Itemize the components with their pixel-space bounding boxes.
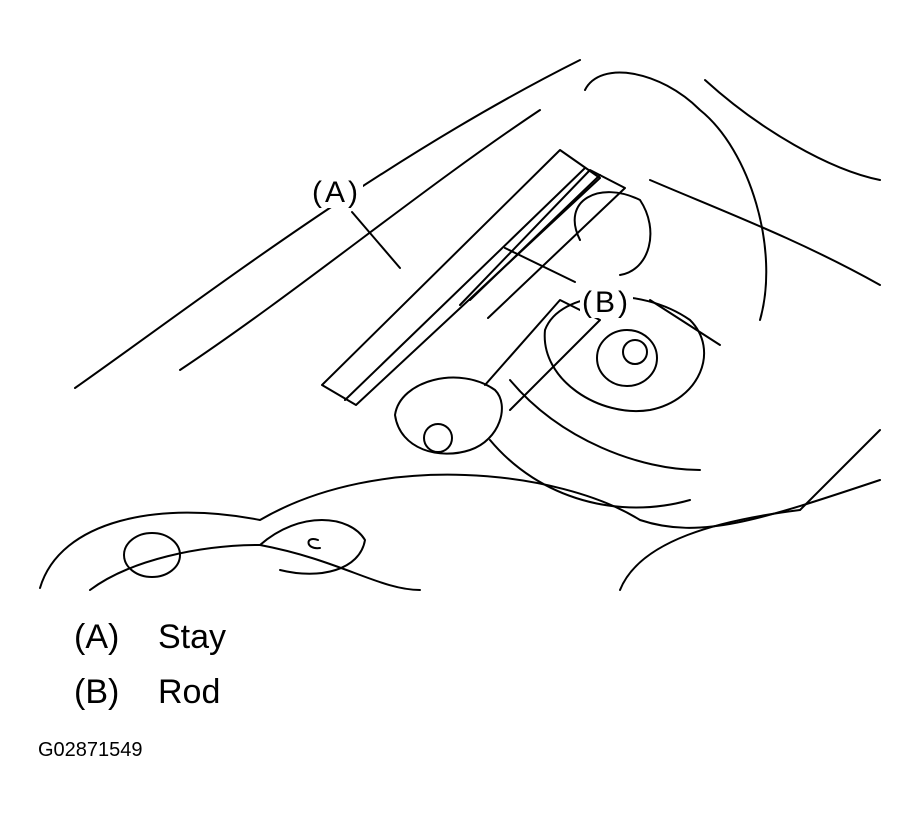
callout-label-stay: (A) bbox=[310, 176, 363, 209]
frame-bottom bbox=[89, 544, 421, 591]
frame-recess bbox=[259, 519, 366, 575]
legend-label: Rod bbox=[158, 673, 221, 711]
rod bbox=[459, 169, 626, 319]
right-body-contour-inner bbox=[649, 179, 881, 286]
stay-bar bbox=[321, 149, 601, 406]
callout-label-rod: (B) bbox=[580, 286, 633, 319]
frame-plug bbox=[123, 532, 181, 578]
legend-row-stay: (A) Stay bbox=[74, 620, 226, 675]
clevis-bolt-outer bbox=[596, 329, 658, 387]
clevis-bolt-inner bbox=[622, 339, 648, 365]
upper-body-panel-line bbox=[74, 59, 581, 389]
frame-hole-mark bbox=[307, 538, 321, 550]
engine-bay-illustration bbox=[39, 59, 881, 591]
callout-b-leader bbox=[504, 247, 576, 283]
right-body-contour bbox=[704, 79, 881, 181]
legend-key: (B) bbox=[74, 673, 120, 711]
shaft-top bbox=[509, 379, 701, 471]
lower-body-panel-line bbox=[179, 109, 541, 371]
callout-b-leader-right bbox=[649, 299, 721, 346]
shaft-bottom bbox=[489, 439, 691, 509]
figure-id: G02871549 bbox=[38, 739, 143, 761]
ratchet-wrench bbox=[394, 376, 503, 455]
rod-inner bbox=[469, 174, 601, 301]
grip-upper bbox=[584, 71, 768, 321]
callout-a-leader bbox=[351, 211, 401, 269]
grip-lower bbox=[573, 191, 652, 276]
ratchet-bolt bbox=[423, 423, 453, 453]
legend-row-rod: (B) Rod bbox=[74, 675, 226, 730]
stay-bar-edge bbox=[344, 167, 586, 401]
legend: (A) Stay (B) Rod bbox=[74, 620, 226, 730]
legend-key: (A) bbox=[74, 618, 120, 656]
frame-top bbox=[39, 473, 881, 589]
legend-label: Stay bbox=[158, 618, 227, 656]
frame-right bbox=[619, 429, 881, 591]
